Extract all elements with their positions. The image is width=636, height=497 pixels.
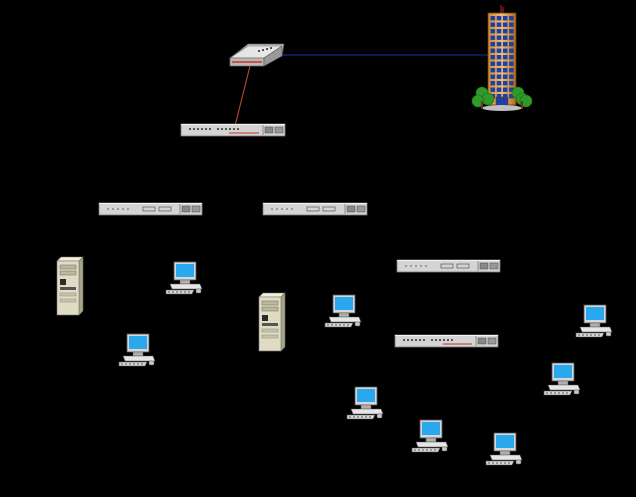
desktop-computer-icon [324, 294, 362, 328]
server-tower-icon [258, 292, 286, 352]
switch-icon [98, 202, 203, 216]
server-tower-icon [56, 256, 84, 316]
connection-links [234, 54, 488, 127]
desktop-computer-icon [165, 261, 203, 295]
desktop-computer-icon [485, 432, 523, 466]
desktop-computer-icon [346, 386, 384, 420]
link-router-main-switch [234, 65, 251, 127]
router-icon [229, 43, 285, 67]
switch-icon [394, 334, 499, 348]
network-devices [56, 5, 613, 466]
desktop-computer-icon [118, 333, 156, 367]
switch-icon [262, 202, 368, 216]
switch-icon [396, 259, 501, 273]
switch-icon [180, 123, 286, 137]
office-building-icon [471, 5, 533, 111]
desktop-computer-icon [543, 362, 581, 396]
desktop-computer-icon [411, 419, 449, 453]
desktop-computer-icon [575, 304, 613, 338]
